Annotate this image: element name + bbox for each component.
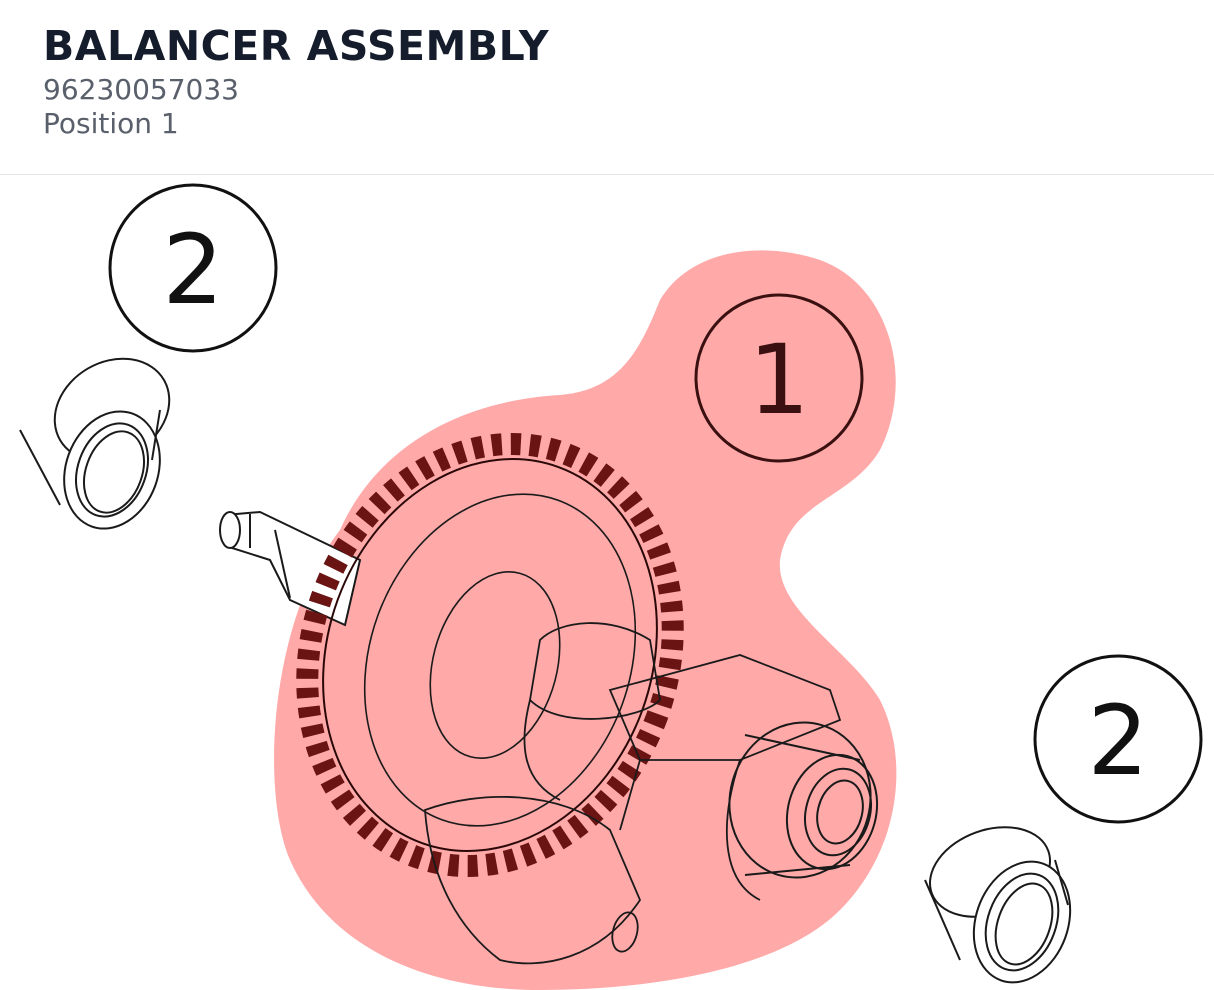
shaft-journal xyxy=(728,721,879,879)
part-header: BALANCER ASSEMBLY 96230057033 Position 1 xyxy=(0,0,1214,175)
callout-2-top[interactable]: 2 xyxy=(108,183,278,353)
bushing-bottom-right[interactable] xyxy=(917,811,1086,990)
callout-1-label: 1 xyxy=(748,324,809,436)
position-label: Position 1 xyxy=(43,107,179,140)
part-number: 96230057033 xyxy=(43,73,239,106)
balancer-body xyxy=(424,622,842,965)
callout-1[interactable]: 1 xyxy=(694,293,864,463)
callout-2-bottom[interactable]: 2 xyxy=(1033,654,1203,824)
bushing-top-left[interactable] xyxy=(19,338,188,542)
callout-2-top-label: 2 xyxy=(162,214,223,326)
page-title: BALANCER ASSEMBLY xyxy=(43,22,550,70)
exploded-parts-diagram: 2 1 2 xyxy=(0,176,1214,990)
part-1-highlight-region[interactable] xyxy=(274,250,897,990)
callout-2-bottom-label: 2 xyxy=(1087,685,1148,797)
